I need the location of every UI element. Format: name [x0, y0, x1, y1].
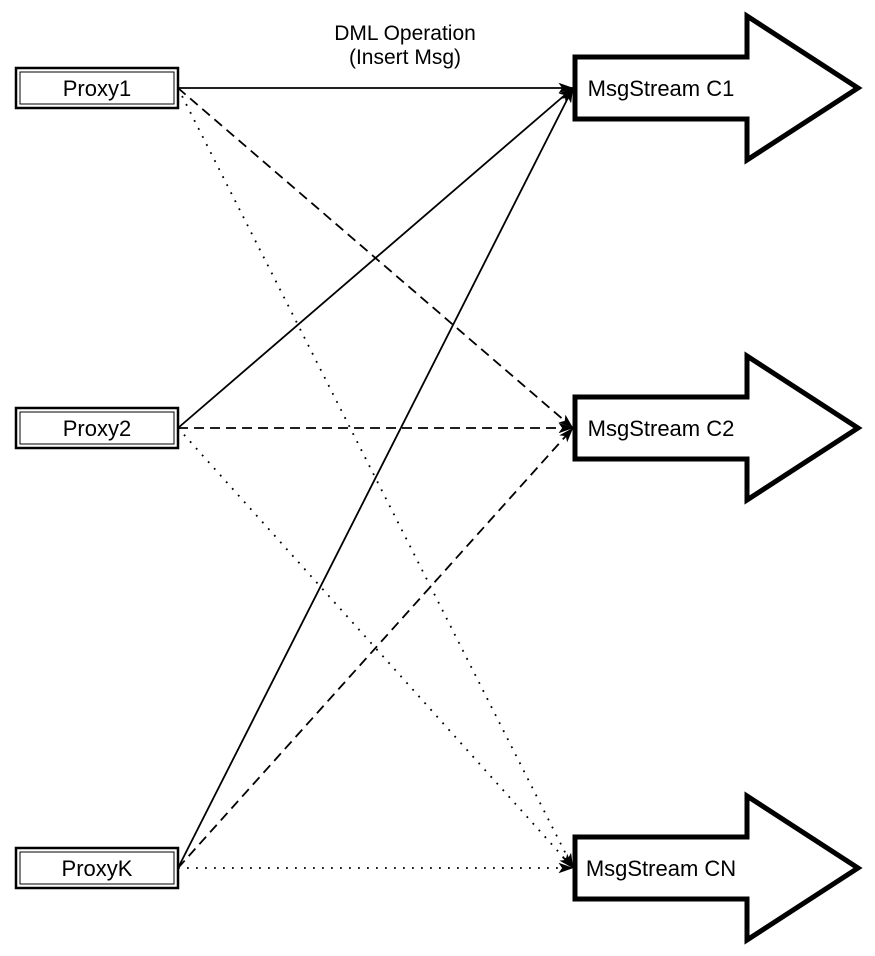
proxy1-box [14, 66, 180, 110]
dml-operation-label-line1: DML Operation [334, 22, 476, 45]
msgstream-cn-arrow-shape [572, 791, 863, 945]
connection-proxyk-c2 [177, 427, 574, 869]
proxyk-box-inner [19, 851, 175, 885]
connections-layer [177, 82, 574, 874]
proxyk-label: ProxyK [62, 856, 133, 881]
msgstream-c1-label: MsgStream C1 [588, 76, 735, 101]
msgstream-c2-arrow-shape [572, 351, 863, 505]
proxyk-box [14, 846, 180, 890]
connection-proxy2-c1 [177, 87, 574, 429]
proxy2-label: Proxy2 [63, 416, 131, 441]
msgstream-cn-node: MsgStream CN [572, 791, 863, 945]
proxy1-label: Proxy1 [63, 76, 131, 101]
msgstream-c2-label: MsgStream C2 [588, 416, 735, 441]
msgstream-c1-arrow-shape [572, 11, 863, 165]
connection-proxyk-c1 [177, 87, 574, 869]
connection-proxy1-cn [177, 87, 574, 869]
dml-operation-label-line2: (Insert Msg) [349, 46, 461, 69]
msgstream-c1-node: MsgStream C1 [572, 11, 863, 165]
proxy2-box [14, 406, 180, 450]
proxyk-node: ProxyK [14, 846, 180, 890]
proxy2-node: Proxy2 [14, 406, 180, 450]
proxy1-box-inner [19, 71, 175, 105]
proxy1-node: Proxy1 [14, 66, 180, 110]
proxy2-box-inner [19, 411, 175, 445]
msgstream-cn-label: MsgStream CN [586, 856, 736, 881]
msgstream-c2-node: MsgStream C2 [572, 351, 863, 505]
